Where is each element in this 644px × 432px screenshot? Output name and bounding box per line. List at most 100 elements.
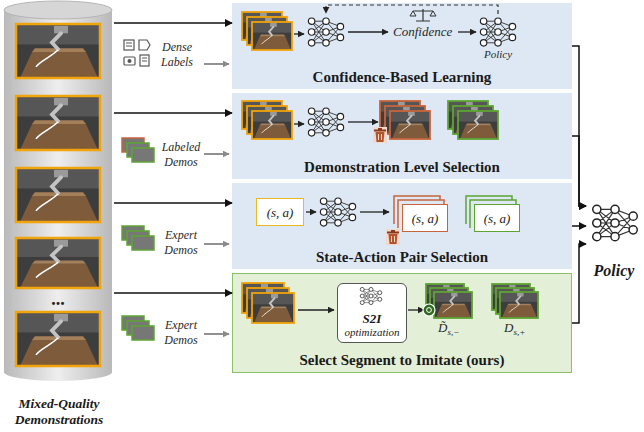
node-title: (s, a) [267,205,294,220]
data-cylinder-part [4,10,112,372]
pair-selection-art-part [394,196,444,228]
data-cylinder-part [16,96,100,150]
demo-selection-art-part [252,111,292,139]
confidence-panel-art-part [410,11,436,16]
label-icons-part [124,40,134,50]
confidence-panel-art-part [458,31,476,32]
confidence-panel-art-part [480,18,515,46]
label-icons-part [124,57,135,65]
label-icons [122,40,229,340]
label-icons-part [204,243,229,245]
confidence-panel-art-part [348,31,388,32]
ellipsis: ... [40,292,76,306]
demo-selection-art-part [348,121,378,122]
label-icons-part [139,40,150,50]
dataset-symbol: D [504,320,513,335]
connector [114,22,232,24]
connector [572,225,586,227]
data-cylinder-part [16,238,100,288]
policy-network-part [593,205,638,240]
connector [114,112,232,114]
connector [572,244,586,323]
demo-selection-art-part [390,111,430,139]
label-icons-part [128,59,132,63]
demo-selection-art-part [374,128,386,142]
connector [572,46,586,206]
confidence-panel-art-part [252,22,292,50]
policy-label: Policy [484,48,512,61]
label-icons-part [132,236,154,250]
node-title: Demonstration Level Selection [304,159,500,176]
data-cylinder-part [16,312,100,366]
node-title: (s, a) [484,211,511,226]
data-cylinder-part [16,24,100,78]
s2i-panel-art-part [434,292,472,318]
s2i-panel-art-part [423,304,435,316]
state-action-box: (s, a) [474,204,520,232]
label-text: Expert Demos [158,228,204,258]
label-icons-part [140,55,149,66]
label-text: Expert Demos [158,318,204,348]
data-cylinder-part [16,168,100,222]
node-title: (s, a) [412,211,439,226]
label-icons-part [204,333,229,335]
s2i-panel-art-part [408,309,424,310]
connector [114,202,232,204]
confidence-panel-art-part [308,18,343,46]
demo-selection-art-part [373,127,387,143]
demo-selection-art-part [458,111,498,139]
dataset-symbol: D̃ [438,320,447,335]
s2i-panel-art-part [360,287,382,304]
s2i-panel-art-part [252,293,294,323]
pair-selection-art-part [387,230,399,244]
node-title: S2I [363,311,382,326]
demo-selection-art-part [458,111,498,139]
label-icons-part [204,153,229,155]
confidence-panel-art-part [413,9,433,21]
label-icons-part [142,58,147,61]
demo-selection-art-part [294,123,304,124]
s2i-panel-art-part [298,309,334,310]
data-cylinder-part [16,238,100,288]
s2i-panel-art [242,283,538,323]
data-cylinder-part [16,312,100,366]
dataset-subscript: s,+ [513,327,525,338]
pair-selection-art-part [320,198,355,226]
state-action-box: (s, a) [402,204,448,232]
data-cylinder [4,1,112,381]
policy-network [593,205,638,240]
optimizer-box: S2Ioptimization [337,283,407,343]
label-text: Labeled Demos [158,140,204,170]
label-icons-part [132,148,154,162]
demo-selection-art [242,101,498,143]
confidence-label: Confidence [393,24,452,39]
s2i-panel-art-part [500,292,538,318]
s2i-panel-art-part [500,292,538,318]
data-cylinder-part [16,168,100,222]
confidence-panel-art [242,5,516,50]
confidence-panel-art-part [326,5,498,14]
label-icons-part [126,43,132,46]
s2i-panel-art-part [434,292,472,318]
pair-selection-art [306,196,516,245]
pair-selection-art-part [386,229,400,245]
confidence-panel-art-part [252,22,292,50]
label-icons-part [132,326,154,340]
node-title: Mixed-Quality Demonstrations [4,396,114,428]
label-text: Dense Labels [155,40,199,70]
node-title: Confidence-Based Learning [313,69,492,86]
dataset-subscript: s,− [447,327,459,338]
state-action-box: (s, a) [256,198,304,226]
node-title: State-Action Pair Selection [316,249,488,266]
label-icons-part [204,63,229,65]
data-cylinder-part [16,96,100,150]
pair-selection-art-part [306,211,316,212]
demo-selection-art-part [390,111,430,139]
pair-selection-art-part [466,196,516,228]
s2i-panel-art-part [427,308,432,313]
node-subtitle: optimization [344,326,399,339]
connector [114,292,232,294]
data-cylinder-part [16,24,100,78]
demo-selection-art-part [308,108,343,136]
connector [572,136,586,206]
